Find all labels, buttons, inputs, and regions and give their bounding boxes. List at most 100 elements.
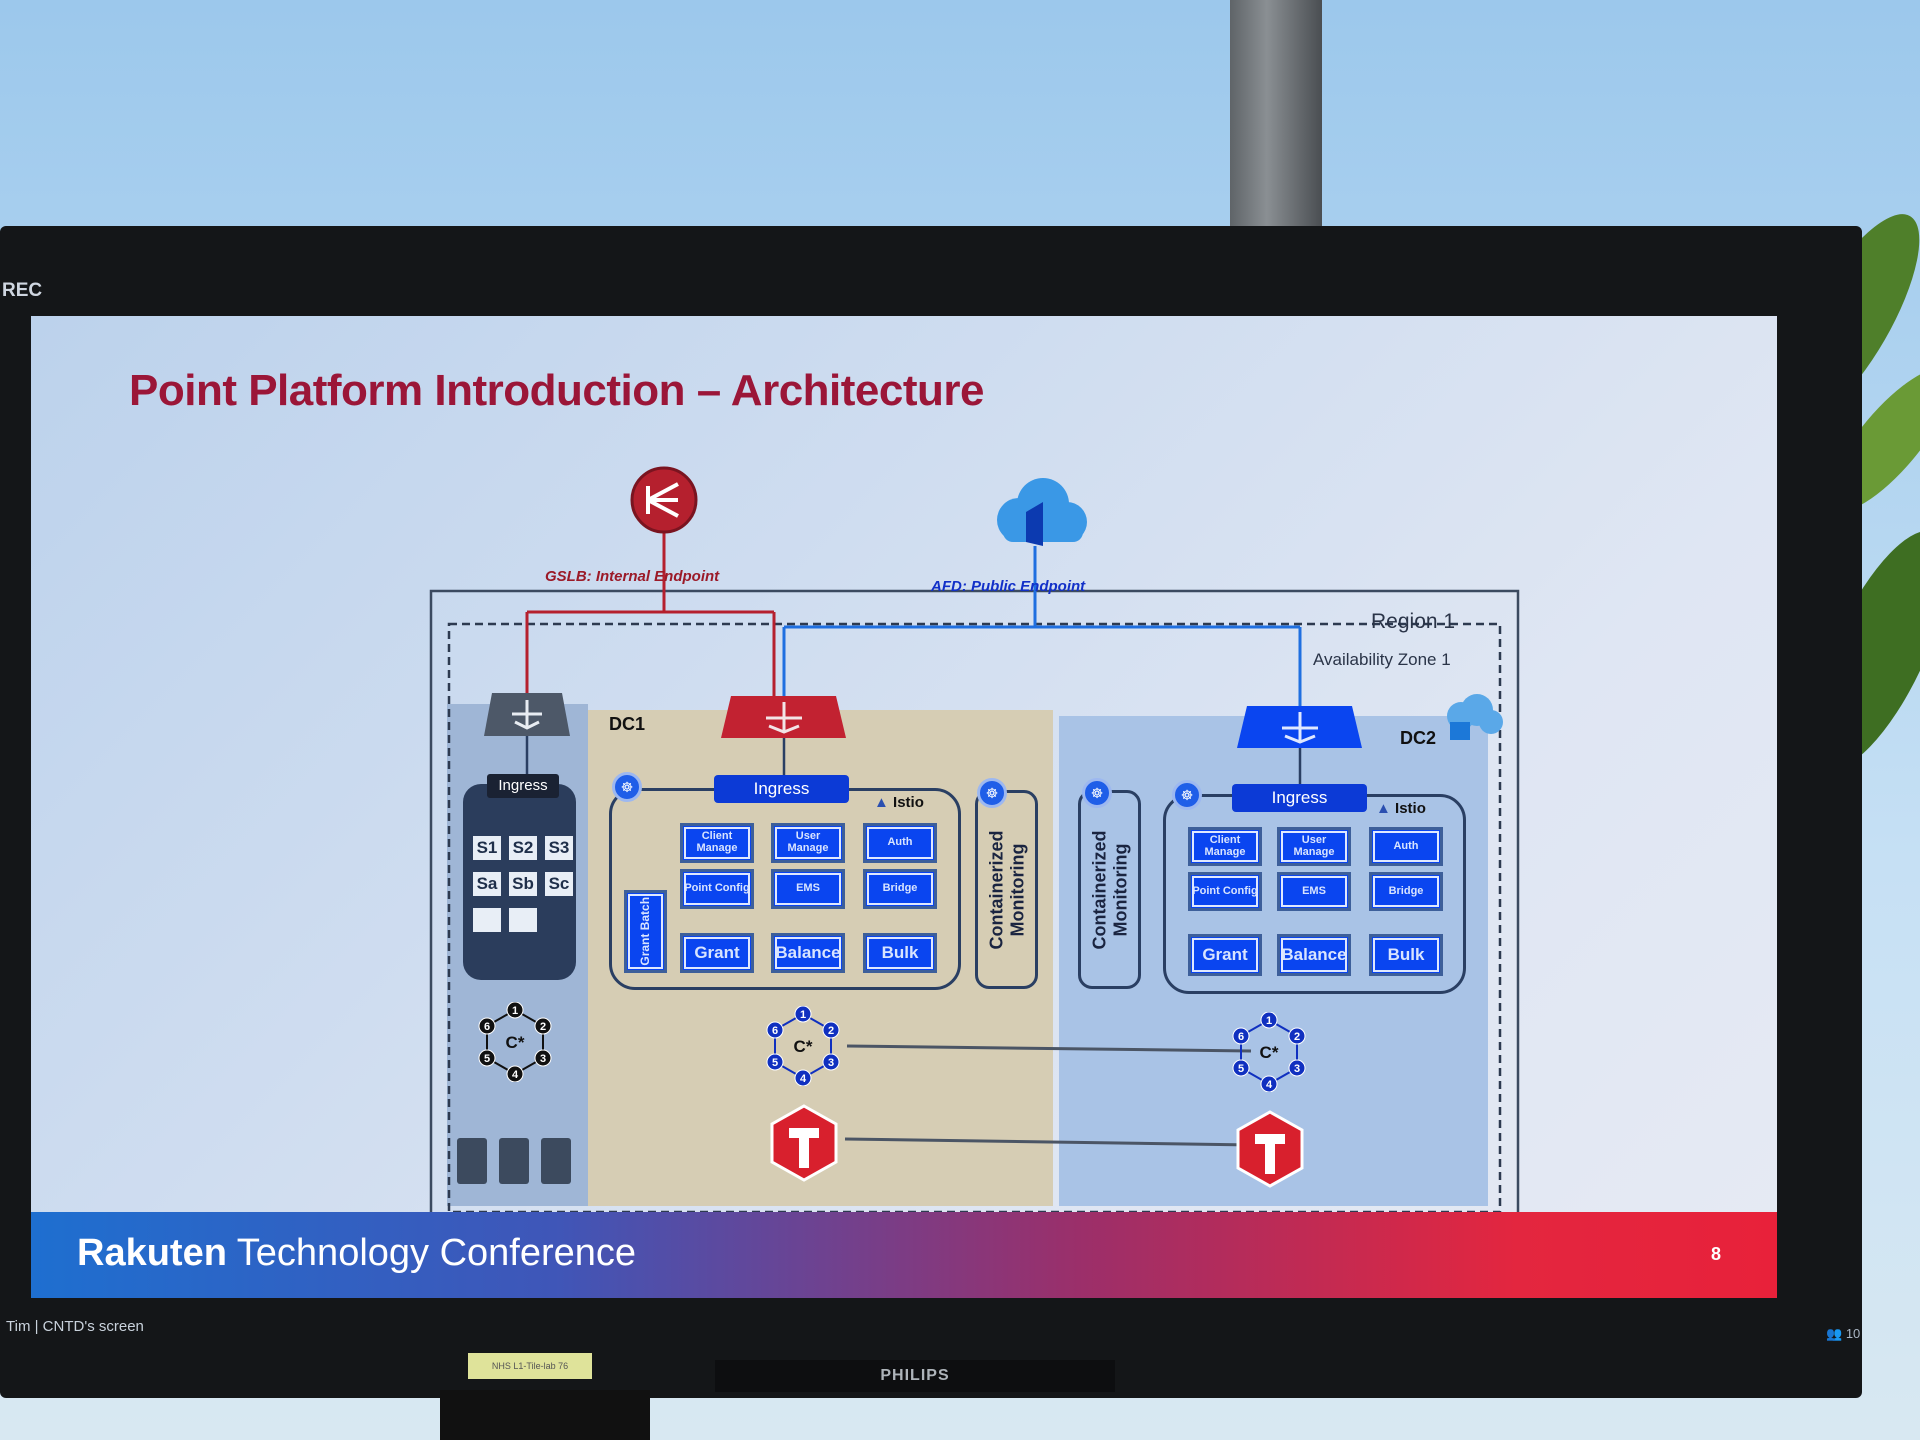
- dc1-grant-batch: Grant Batch: [624, 890, 667, 973]
- cassandra-node: [506, 1001, 524, 1019]
- brand-bold: Rakuten: [77, 1232, 227, 1274]
- dc1-tidb-icon: [770, 1104, 838, 1182]
- cassandra-node: [534, 1049, 552, 1067]
- slide-title: Point Platform Introduction – Architectu…: [129, 366, 984, 415]
- cassandra-node-label: 2: [540, 1021, 546, 1033]
- cassandra-node: [1288, 1027, 1306, 1045]
- dc2-service-user-manage: User Manage: [1277, 827, 1351, 866]
- presentation-slide: Point Platform Introduction – Architectu…: [31, 316, 1777, 1298]
- cassandra-node: [1260, 1011, 1278, 1029]
- legacy-service-box: [509, 908, 537, 932]
- dc2-service-ems: EMS: [1277, 872, 1351, 911]
- cassandra-node-label: 1: [1266, 1015, 1272, 1027]
- cassandra-node: [766, 1053, 784, 1071]
- dc1-service-balance: Balance: [771, 933, 845, 973]
- dc1-service-client-manage: Client Manage: [680, 823, 754, 863]
- dc1-load-balancer-icon: [721, 696, 846, 738]
- cassandra-node: [534, 1017, 552, 1035]
- monitoring-line1: Containerized: [985, 829, 1006, 950]
- cassandra-node-label: 3: [1294, 1063, 1300, 1075]
- afd-connector: [782, 546, 1302, 728]
- istio-icon: ▲: [874, 794, 889, 811]
- cassandra-node-label: 6: [772, 1025, 778, 1037]
- conference-brand: Rakuten Technology Conference: [77, 1232, 636, 1275]
- dc1-service-user-manage: User Manage: [771, 823, 845, 863]
- dc2-service-grant: Grant: [1188, 934, 1262, 976]
- cassandra-node: [1288, 1059, 1306, 1077]
- grant-batch-text: Grant Batch: [638, 897, 653, 966]
- monitor-brand: PHILIPS: [715, 1360, 1115, 1392]
- cassandra-node-label: 6: [484, 1021, 490, 1033]
- cassandra-node: [478, 1017, 496, 1035]
- cassandra-label: C*: [794, 1037, 813, 1056]
- cassandra-node: [1232, 1059, 1250, 1077]
- dc2-service-bridge: Bridge: [1369, 872, 1443, 911]
- dc2-load-balancer-icon: [1237, 706, 1362, 748]
- azure-cloud-icon: [1447, 694, 1503, 740]
- kubernetes-icon: ☸: [1172, 780, 1202, 810]
- database-icons: [457, 1138, 571, 1184]
- dc1-service-grant: Grant: [680, 933, 754, 973]
- cassandra-node-label: 5: [1238, 1063, 1244, 1075]
- slide-footer: Rakuten Technology Conference 8: [31, 1212, 1777, 1298]
- kubernetes-icon: ☸: [977, 778, 1007, 808]
- istio-text: Istio: [893, 794, 924, 811]
- gslb-connector: [525, 532, 776, 716]
- region-label: Region 1: [1371, 610, 1456, 633]
- cassandra-node-label: 5: [484, 1053, 490, 1065]
- dc2-label: DC2: [1400, 728, 1437, 748]
- rec-indicator: REC: [2, 280, 43, 301]
- cassandra-icon: C* 1 2 3 4 5 6: [766, 1005, 840, 1087]
- monitor-stand: [440, 1390, 650, 1440]
- monitoring-line2: Monitoring: [1006, 843, 1027, 936]
- istio-text: Istio: [1395, 800, 1426, 817]
- monitoring-line2: Monitoring: [1109, 843, 1130, 936]
- dc2-ingress: Ingress: [1232, 784, 1367, 812]
- cassandra-label: C*: [506, 1033, 525, 1052]
- dc1-service-point-config: Point Config: [680, 869, 754, 909]
- cassandra-node-label: 1: [800, 1009, 806, 1021]
- brand-rest: Technology Conference: [226, 1232, 637, 1274]
- cassandra-node-label: 6: [1238, 1031, 1244, 1043]
- legacy-service-box: [473, 908, 501, 932]
- afd-cloud-icon: [997, 478, 1087, 546]
- availability-zone-label: Availability Zone 1: [1313, 650, 1451, 669]
- cassandra-node: [822, 1053, 840, 1071]
- cassandra-node: [822, 1021, 840, 1039]
- participant-count-value: 10: [1845, 1326, 1861, 1341]
- diagram-lines: [429, 466, 1520, 1216]
- cassandra-node: [794, 1005, 812, 1023]
- cassandra-node-label: 2: [828, 1025, 834, 1037]
- cassandra-node: [1232, 1027, 1250, 1045]
- cassandra-node-label: 5: [772, 1057, 778, 1069]
- region-border: [429, 589, 1520, 1216]
- dc1-service-auth: Auth: [863, 823, 937, 863]
- kubernetes-icon: ☸: [1082, 778, 1112, 808]
- replication-lines: [844, 1044, 1254, 1147]
- dc2-istio-label: ▲ Istio: [1376, 800, 1426, 817]
- dc1-cassandra-ring: C* 1 2 3 4 5 6: [763, 1005, 843, 1087]
- cassandra-node-label: 4: [1266, 1079, 1273, 1091]
- dc2-service-balance: Balance: [1277, 934, 1351, 976]
- afd-label: AFD: Public Endpoint: [931, 578, 1086, 595]
- cassandra-node-label: 1: [512, 1005, 518, 1017]
- dc1-service-bulk: Bulk: [863, 933, 937, 973]
- cassandra-node-label: 4: [800, 1073, 807, 1085]
- cassandra-node: [478, 1049, 496, 1067]
- dc2-service-auth: Auth: [1369, 827, 1443, 866]
- cassandra-node-label: 3: [828, 1057, 834, 1069]
- dc2-service-point-config: Point Config: [1188, 872, 1262, 911]
- dc2-service-client-manage: Client Manage: [1188, 827, 1262, 866]
- window-pillar: [1230, 0, 1322, 260]
- participant-count: 👥 10: [1826, 1326, 1861, 1341]
- legacy-load-balancer-icon: [484, 693, 570, 736]
- dc1-service-bridge: Bridge: [863, 869, 937, 909]
- legacy-service-box: Sc: [545, 872, 573, 896]
- legacy-service-box: S2: [509, 836, 537, 860]
